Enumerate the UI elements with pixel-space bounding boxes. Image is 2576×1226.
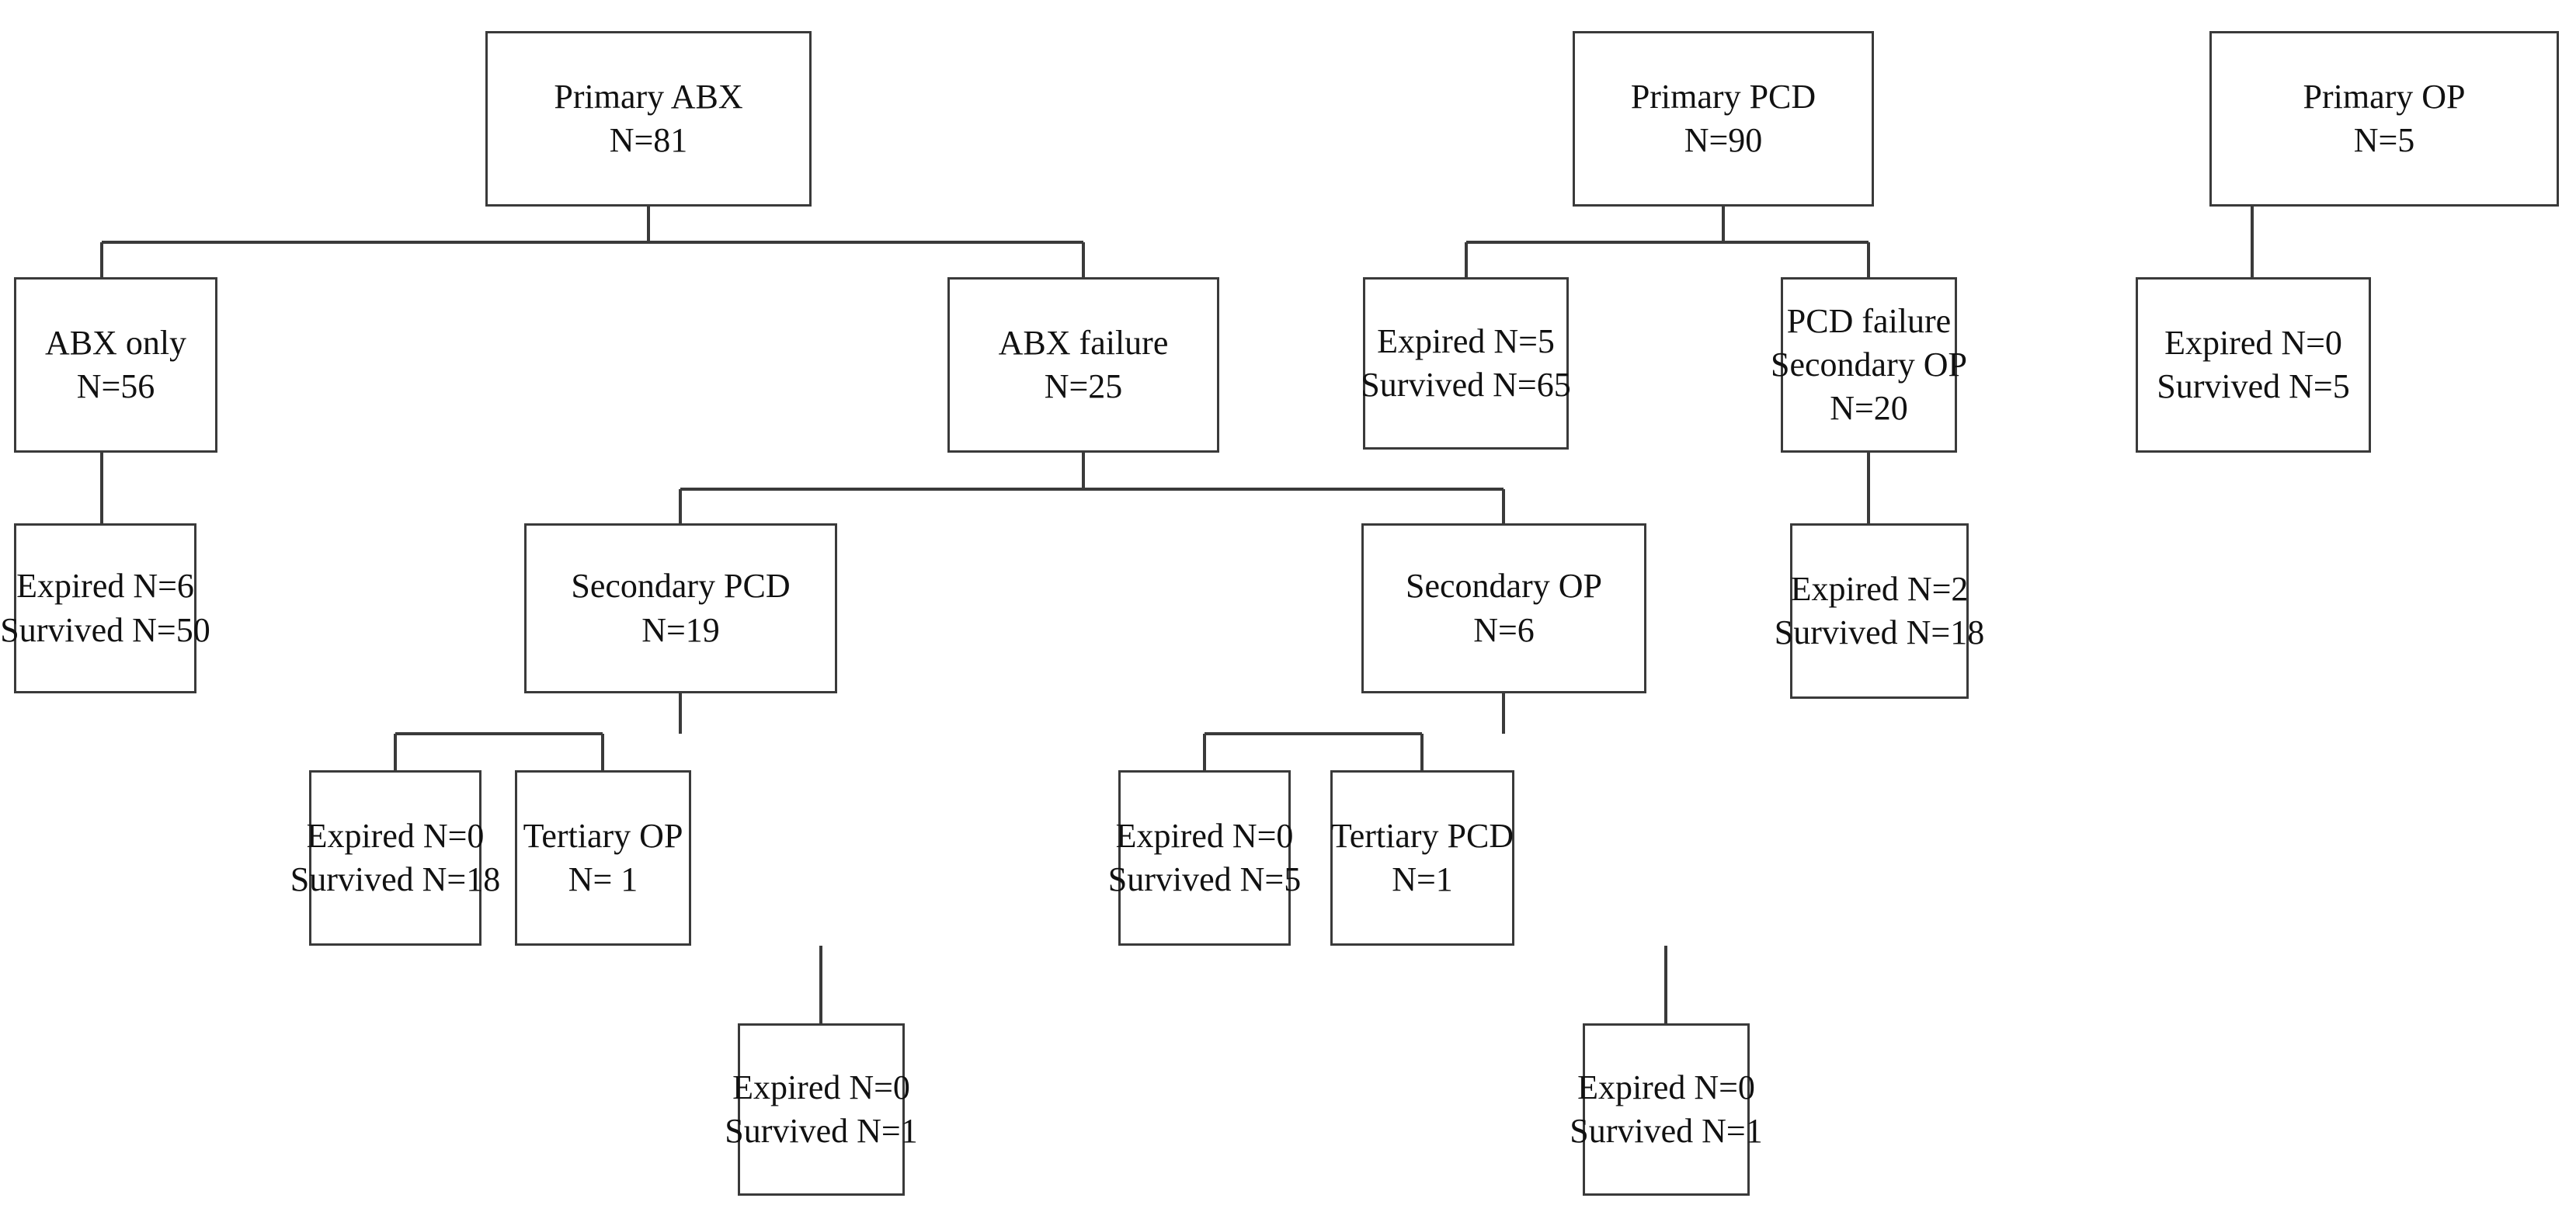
node-pcd-failure-secondary-op-line-3: N=20 <box>1830 389 1908 428</box>
node-primary-pcd-line-1: Primary PCD <box>1630 77 1816 116</box>
node-secondary-pcd-line-2: N=19 <box>641 610 720 649</box>
node-tertiary-op-line-2: N= 1 <box>568 860 638 898</box>
node-tertiary-pcd: Tertiary PCD N=1 <box>1330 770 1514 946</box>
node-primary-pcd: Primary PCD N=90 <box>1573 31 1874 207</box>
node-primary-abx-line-1: Primary ABX <box>554 77 743 116</box>
node-tertiary-op-outcome-line-2: Survived N=1 <box>725 1112 918 1150</box>
node-primary-pcd-outcome-line-1: Expired N=5 <box>1377 321 1555 360</box>
node-primary-op-line-2: N=5 <box>2353 121 2415 159</box>
node-tertiary-pcd-outcome-line-2: Survived N=1 <box>1570 1112 1763 1150</box>
node-tertiary-pcd-line-1: Tertiary PCD <box>1330 816 1514 855</box>
node-tertiary-pcd-line-2: N=1 <box>1392 860 1453 898</box>
node-abx-only-line-1: ABX only <box>44 323 187 362</box>
node-secondary-op-outcome-line-1: Expired N=0 <box>1115 816 1294 855</box>
node-abx-only-line-2: N=56 <box>76 367 155 405</box>
node-abx-failure-line-2: N=25 <box>1044 367 1123 405</box>
node-secondary-pcd-outcome-line-1: Expired N=0 <box>306 816 485 855</box>
node-tertiary-pcd-outcome-line-1: Expired N=0 <box>1577 1068 1755 1106</box>
node-pcd-failure-outcome-line-1: Expired N=2 <box>1790 569 1969 608</box>
node-primary-op-outcome-line-2: Survived N=5 <box>2157 367 2350 405</box>
node-primary-pcd-line-2: N=90 <box>1684 121 1763 159</box>
node-primary-abx-line-2: N=81 <box>609 121 688 159</box>
node-primary-op-line-1: Primary OP <box>2303 77 2466 116</box>
node-abx-only-outcome-line-2: Survived N=50 <box>0 610 210 649</box>
node-secondary-pcd-line-1: Secondary PCD <box>571 567 791 606</box>
node-secondary-op: Secondary OP N=6 <box>1361 523 1646 693</box>
node-primary-abx: Primary ABX N=81 <box>485 31 812 207</box>
node-secondary-pcd: Secondary PCD N=19 <box>524 523 837 693</box>
node-abx-only-outcome-line-1: Expired N=6 <box>16 567 194 606</box>
node-secondary-op-line-1: Secondary OP <box>1406 567 1602 606</box>
node-secondary-op-line-2: N=6 <box>1473 610 1535 649</box>
node-secondary-op-outcome-line-2: Survived N=5 <box>1107 860 1302 898</box>
node-tertiary-op: Tertiary OP N= 1 <box>515 770 691 946</box>
node-pcd-failure-outcome-line-2: Survived N=18 <box>1774 613 1985 651</box>
node-tertiary-op-line-1: Tertiary OP <box>523 816 683 855</box>
node-tertiary-op-outcome-line-1: Expired N=0 <box>732 1068 910 1106</box>
node-primary-pcd-outcome-line-2: Survived N=65 <box>1361 366 1571 404</box>
node-primary-op-outcome-line-1: Expired N=0 <box>2164 323 2342 362</box>
node-abx-failure-line-1: ABX failure <box>998 323 1169 362</box>
node-pcd-failure-secondary-op-line-2: Secondary OP <box>1771 345 1967 384</box>
node-pcd-failure-secondary-op-line-1: PCD failure <box>1786 301 1952 340</box>
node-secondary-pcd-outcome-line-2: Survived N=18 <box>290 860 501 898</box>
node-primary-op: Primary OP N=5 <box>2209 31 2559 207</box>
